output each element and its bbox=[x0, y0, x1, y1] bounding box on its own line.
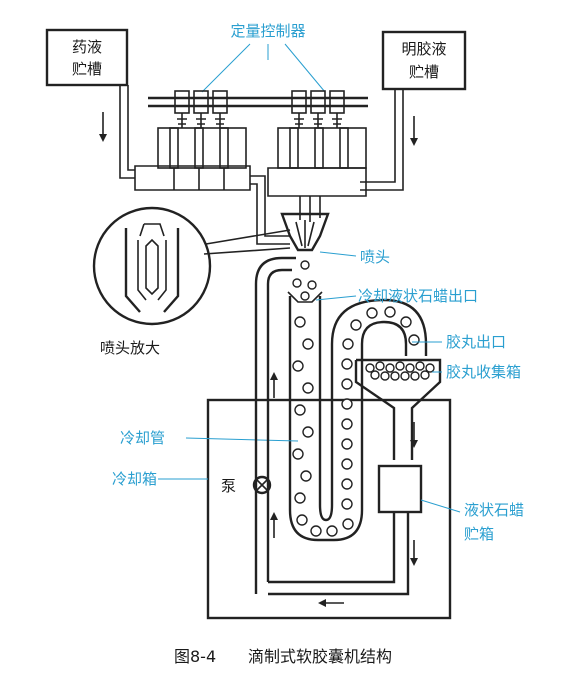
cooling-pipe-leader bbox=[185, 437, 299, 442]
dosing-controller-leader bbox=[201, 43, 326, 93]
medicine-feed-pipe bbox=[119, 85, 135, 179]
gelatin-tank-label-line2: 贮槽 bbox=[409, 63, 439, 81]
cooling-pipe-label: 冷却管 bbox=[120, 429, 165, 447]
nozzle-droplets bbox=[292, 260, 317, 301]
flow-arrows bbox=[270, 372, 418, 607]
paraffin-storage-box-leader bbox=[420, 499, 461, 513]
paraffin-return-loop bbox=[254, 256, 296, 594]
medicine-line-to-nozzle bbox=[250, 175, 290, 245]
capsule-outlet-label: 胶丸出口 bbox=[446, 333, 506, 351]
paraffin-storage-box bbox=[268, 464, 423, 596]
dosing-controller-units bbox=[174, 90, 345, 128]
nozzle-label: 喷头 bbox=[360, 248, 390, 266]
pump-label: 泵 bbox=[221, 477, 236, 495]
gelatin-tank-label-line1: 明胶液 bbox=[401, 40, 446, 58]
cooling-pipe bbox=[287, 291, 428, 542]
cooling-paraffin-outlet-label: 冷却液状石蜡出口 bbox=[358, 287, 478, 305]
capsule-collection-box-label: 胶丸收集箱 bbox=[446, 363, 521, 381]
paraffin-storage-box-label-line1: 液状石蜡 bbox=[464, 501, 524, 519]
nozzle-leader bbox=[319, 251, 357, 257]
gelatin-dosing-block bbox=[267, 127, 367, 197]
gelatin-feed-pipe bbox=[360, 89, 404, 191]
capsules-in-cooling-pipe bbox=[292, 306, 420, 537]
nozzle-magnified-view bbox=[92, 206, 212, 326]
nozzle-magnified-pointer bbox=[203, 229, 291, 255]
paraffin-storage-box-label-line2: 贮箱 bbox=[464, 525, 494, 543]
medicine-dosing-block bbox=[134, 127, 251, 191]
gelatin-line-to-nozzle bbox=[299, 196, 321, 222]
caption-title: 滴制式软胶囊机结构 bbox=[248, 647, 392, 666]
cooling-paraffin-outlet-leader bbox=[315, 295, 357, 301]
gelatin-tank: 明胶液 贮槽 bbox=[381, 30, 467, 91]
caption-number: 图8-4 bbox=[174, 647, 216, 666]
medicine-tank-label-line1: 药液 bbox=[72, 38, 102, 56]
nozzle bbox=[280, 212, 330, 252]
medicine-tank-label-line2: 贮槽 bbox=[72, 60, 102, 78]
capsule-collection-box bbox=[354, 358, 442, 460]
cooling-box-label: 冷却箱 bbox=[112, 470, 157, 488]
dosing-controller-label: 定量控制器 bbox=[230, 22, 305, 40]
pump bbox=[252, 475, 272, 495]
nozzle-magnified-label: 喷头放大 bbox=[100, 339, 160, 357]
medicine-tank: 药液 贮槽 bbox=[45, 28, 129, 87]
